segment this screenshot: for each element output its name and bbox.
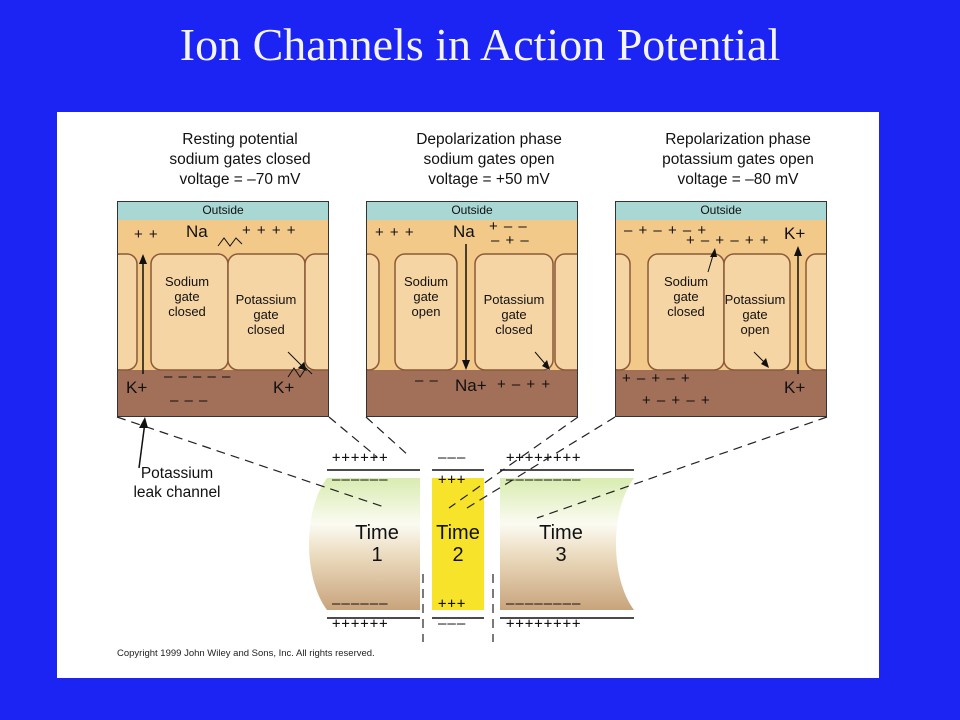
membrane-charges: –––––––– [506, 596, 582, 612]
extracellular-charges: – + – + – + [624, 222, 708, 239]
axon-segment-time-1 [309, 478, 420, 610]
membrane-charges: ++++++ [332, 450, 389, 466]
membrane-illustration [367, 202, 577, 416]
extracellular-charges: – + – [491, 232, 530, 249]
extracellular-charges: + – + – + + [686, 232, 770, 249]
outside-label: Outside [202, 203, 244, 217]
sodium-ion-label: Na [453, 222, 475, 241]
membrane-charges: ++++++++ [506, 616, 582, 632]
extracellular-charges: + + + + [242, 222, 297, 239]
membrane-charges: +++ [438, 596, 467, 612]
sodium-ion-label: Na+ [455, 376, 487, 395]
intracellular-charges: + – + – + [622, 370, 691, 387]
intracellular-charges: – – – – – [164, 368, 232, 385]
potassium-ion-label: K+ [784, 378, 806, 397]
intracellular-charges: – – [415, 372, 439, 389]
membrane-illustration [616, 202, 826, 416]
membrane-charges: ––– [438, 450, 467, 466]
extracellular-charges: + + [134, 226, 159, 243]
potassium-ion-label: K+ [784, 224, 806, 243]
extracellular-charges: + + + [375, 224, 415, 241]
outside-label: Outside [451, 203, 493, 217]
membrane-charges: –––––– [332, 472, 389, 488]
membrane-charges: –––––––– [506, 472, 582, 488]
potassium-ion-label: K+ [273, 378, 295, 397]
intracellular-charges: + – + – + [642, 392, 711, 409]
sodium-ion-label: Na [186, 222, 208, 241]
intracellular-charges: – – – [170, 392, 209, 409]
membrane-charges: ––– [438, 616, 467, 632]
slide-title: Ion Channels in Action Potential [179, 19, 781, 70]
membrane-illustration [118, 202, 328, 416]
extracellular-charges: + – – [489, 218, 528, 235]
copyright-notice: Copyright 1999 John Wiley and Sons, Inc.… [117, 648, 375, 659]
membrane-charges: ++++++++ [506, 450, 582, 466]
outside-label: Outside [700, 203, 742, 217]
membrane-charges: ++++++ [332, 616, 389, 632]
potassium-ion-label: K+ [126, 378, 148, 397]
membrane-charges: –––––– [332, 596, 389, 612]
intracellular-charges: + – + + [497, 376, 552, 393]
axon-segment-time-2 [432, 478, 484, 610]
axon-illustration [116, 416, 828, 642]
panel-repolarization: Outside – + – + – + K+ + – + – + + Sodiu… [615, 201, 827, 417]
membrane-charges: +++ [438, 472, 467, 488]
axon-segment-time-3 [500, 478, 634, 610]
